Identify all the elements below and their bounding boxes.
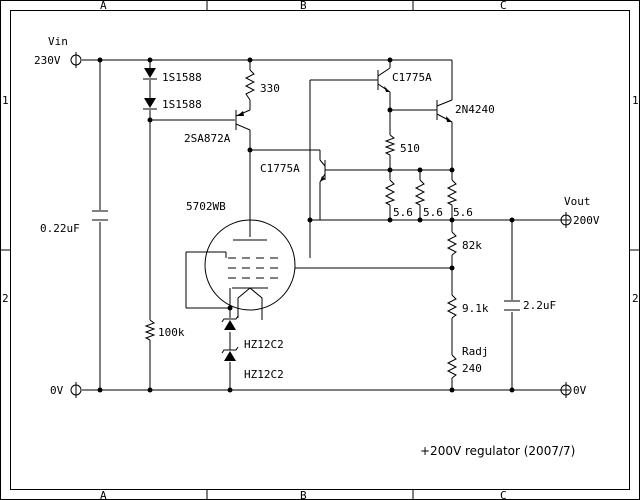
- label-z1: HZ12C2: [244, 338, 284, 351]
- transistor-q4-2n4240: [436, 99, 453, 123]
- label-tube: 5702WB: [186, 200, 226, 213]
- resistor-9-1k: [446, 294, 458, 319]
- zone-label-b-top: B: [300, 0, 307, 12]
- zener-z1: [221, 315, 239, 330]
- capacitor-c2: [504, 300, 520, 311]
- label-r5-6-a: 5.6: [393, 206, 413, 219]
- resistor-100k: [144, 319, 156, 341]
- label-radj-value: 240: [462, 362, 482, 375]
- caption: +200V regulator (2007/7): [420, 444, 575, 458]
- resistor-82k: [446, 231, 458, 256]
- zone-label-2-right: 2: [632, 292, 639, 305]
- label-r91k: 9.1k: [462, 302, 489, 315]
- label-c1: 0.22uF: [40, 222, 80, 235]
- label-q4: 2N4240: [455, 103, 495, 116]
- junction-dots: [97, 57, 515, 393]
- label-q1: 2SA872A: [184, 132, 231, 145]
- terminal-vout: [560, 212, 572, 228]
- label-gnd-right: 0V: [573, 384, 587, 397]
- label-r5-6-b: 5.6: [423, 206, 443, 219]
- zone-label-2-left: 2: [2, 292, 9, 305]
- zone-label-1-left: 1: [2, 94, 9, 107]
- label-q3: C1775A: [260, 162, 300, 175]
- label-vout-name: Vout: [564, 195, 591, 208]
- label-vout-value: 200V: [573, 214, 600, 227]
- terminal-vin: [70, 52, 82, 68]
- label-r100k: 100k: [158, 326, 185, 339]
- wires: [82, 59, 570, 391]
- resistor-radj: [446, 354, 458, 379]
- zone-label-c-top: C: [500, 0, 507, 12]
- resistor-5-6-b: [414, 179, 426, 206]
- terminal-gnd-right: [560, 382, 572, 398]
- label-r82k: 82k: [462, 239, 482, 252]
- resistor-330: [244, 69, 256, 101]
- zener-z2: [221, 346, 239, 361]
- label-d2: 1S1588: [162, 98, 202, 111]
- transistor-q1-2sa872a: [235, 109, 251, 131]
- label-q2: C1775A: [392, 71, 432, 84]
- resistor-510: [384, 134, 396, 156]
- label-c2: 2.2uF: [523, 299, 556, 312]
- label-gnd-left: 0V: [50, 384, 64, 397]
- diode-d1: [143, 68, 157, 80]
- zone-label-1-right: 1: [632, 94, 639, 107]
- label-r5-6-c: 5.6: [453, 206, 473, 219]
- resistor-5-6-c: [446, 179, 458, 206]
- transistor-q2-c1775a: [377, 67, 391, 93]
- inner-frame: [10, 10, 630, 490]
- zone-label-b-bottom: B: [300, 489, 307, 500]
- label-d1: 1S1588: [162, 71, 202, 84]
- resistor-5-6-a: [384, 179, 396, 206]
- zone-label-c-bottom: C: [500, 489, 507, 500]
- label-z2: HZ12C2: [244, 368, 284, 381]
- zone-label-a-bottom: A: [100, 489, 107, 500]
- terminal-gnd-left: [70, 382, 82, 398]
- zone-label-a-top: A: [100, 0, 107, 12]
- vacuum-tube-5702wb: [204, 219, 296, 318]
- label-radj-name: Radj: [462, 345, 489, 358]
- diode-d2: [143, 98, 157, 110]
- capacitor-c1: [92, 210, 108, 221]
- label-vin-value: 230V: [34, 54, 61, 67]
- transistor-q3-c1775a: [319, 159, 326, 183]
- label-vin-name: Vin: [48, 35, 68, 48]
- label-r510: 510: [400, 142, 420, 155]
- label-r330: 330: [260, 82, 280, 95]
